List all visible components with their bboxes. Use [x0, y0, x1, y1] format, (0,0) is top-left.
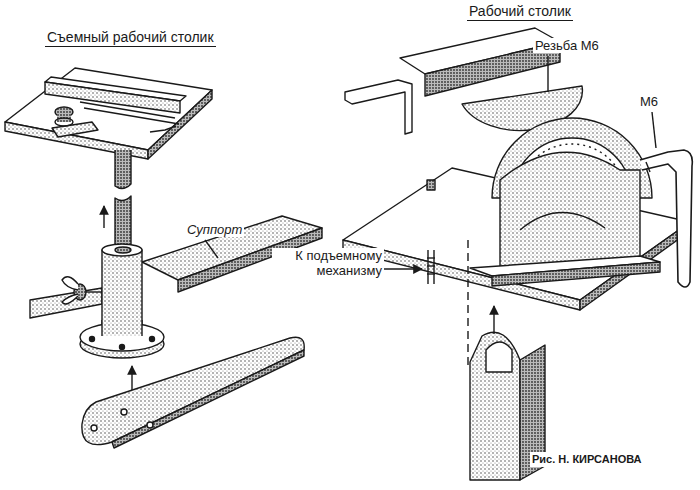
- thread-label: М6: [638, 94, 660, 109]
- caption: Рис. Н. КИРСАНОВА: [530, 452, 644, 467]
- part-name: Суппорт: [185, 222, 244, 237]
- view-title: Рабочий столик: [467, 4, 573, 21]
- view-title: Съемный рабочий столик: [45, 30, 216, 47]
- part-name: К подъемному механизму: [272, 248, 384, 278]
- thread-label: Резьба М6: [533, 38, 601, 53]
